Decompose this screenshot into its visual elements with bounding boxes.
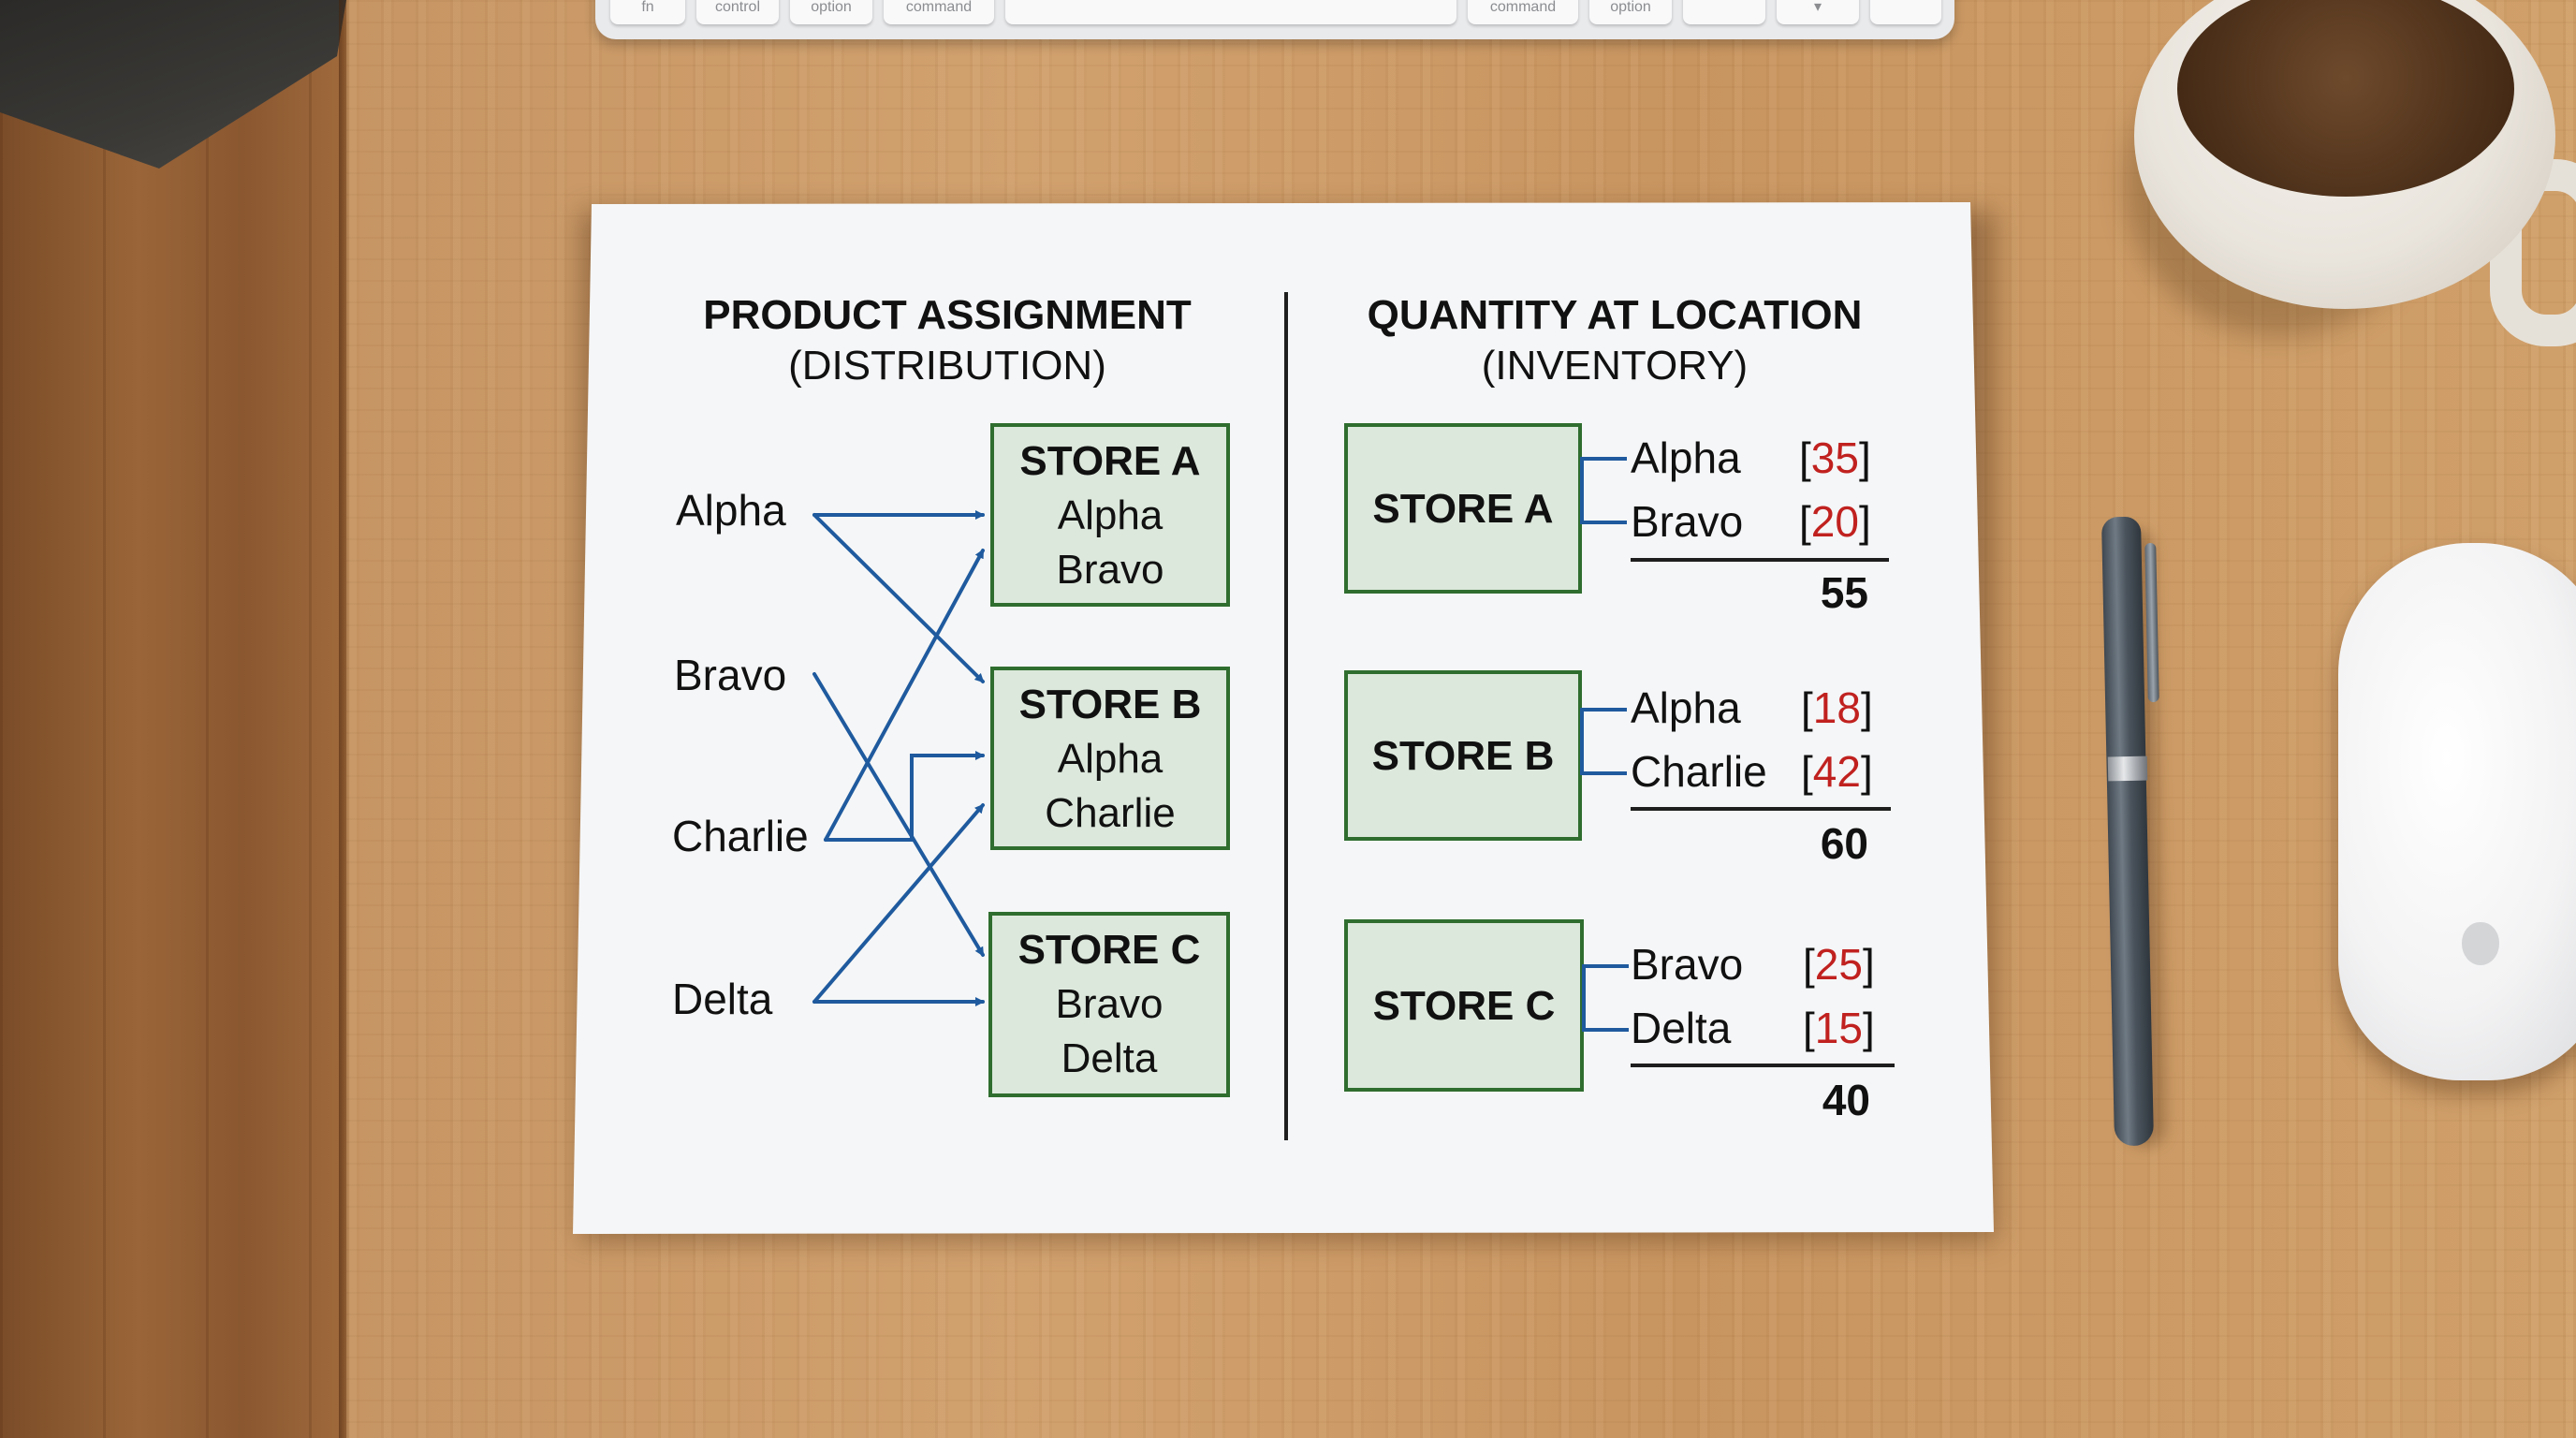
sum-rule	[1631, 558, 1889, 562]
left-title: PRODUCT ASSIGNMENT	[703, 292, 1192, 338]
inventory-item-name: Delta	[1631, 1004, 1732, 1052]
key-command: command	[884, 0, 994, 24]
inventory-total: 40	[1822, 1076, 1870, 1124]
inventory-store-c: STORE C	[1344, 919, 1584, 1092]
apple-logo-icon	[2462, 922, 2499, 965]
inventory-store-b: STORE B	[1344, 670, 1582, 841]
connector	[1582, 521, 1627, 524]
store-title: STORE B	[1018, 682, 1202, 727]
inventory-item-qty: [18]	[1801, 683, 1873, 732]
store-item: Alpha	[1057, 736, 1164, 782]
store-title: STORE A	[1019, 438, 1201, 484]
store-title: STORE C	[1372, 983, 1556, 1029]
key-command-right: command	[1468, 0, 1578, 24]
connector	[1580, 457, 1584, 524]
store-item: Alpha	[1057, 492, 1164, 538]
store-item: Delta	[1061, 1035, 1158, 1081]
coffee	[2177, 0, 2514, 197]
arrow-alpha-to-store-b	[812, 513, 985, 683]
key-option: option	[790, 0, 872, 24]
key-fn: fn	[610, 0, 685, 24]
inventory-store-a: STORE A	[1344, 423, 1582, 594]
store-item: Bravo	[1055, 981, 1164, 1027]
product-delta: Delta	[672, 975, 773, 1023]
inventory-item-qty: [20]	[1799, 497, 1871, 546]
connector	[1582, 964, 1586, 1032]
arrow-charlie-to-store-a	[824, 549, 985, 842]
product-charlie: Charlie	[672, 812, 809, 860]
connector	[1584, 1028, 1629, 1032]
desk-edge	[339, 0, 350, 1438]
right-subtitle: (INVENTORY)	[1481, 343, 1749, 389]
key-option-right: option	[1589, 0, 1672, 24]
arrow-bravo-to-store-c	[812, 672, 985, 957]
inventory-total: 55	[1820, 568, 1868, 617]
mouse	[2338, 543, 2576, 1080]
inventory-total: 60	[1820, 819, 1868, 868]
product-bravo: Bravo	[674, 651, 787, 699]
connector	[1584, 964, 1629, 968]
store-title: STORE B	[1371, 733, 1555, 779]
connector	[1582, 457, 1627, 461]
assignment-store-b: STORE B Alpha Charlie	[990, 667, 1230, 850]
key-arrow-right	[1870, 0, 1941, 24]
inventory-item-name: Alpha	[1631, 433, 1741, 482]
key-space	[1005, 0, 1456, 24]
inventory-item-qty: [25]	[1803, 940, 1875, 989]
left-subtitle: (DISTRIBUTION)	[788, 343, 1106, 389]
keyboard: fn control option command command option…	[595, 0, 1954, 39]
connector	[1582, 771, 1627, 775]
inventory-item-name: Charlie	[1631, 747, 1767, 796]
assignment-store-c: STORE C Bravo Delta	[988, 912, 1230, 1097]
panel-divider	[1284, 292, 1288, 1140]
arrow-delta-to-store-b	[812, 803, 985, 1004]
store-item: Bravo	[1056, 547, 1164, 593]
store-title: STORE C	[1017, 927, 1201, 973]
arrow-charlie-to-store-b	[824, 751, 985, 842]
sum-rule	[1631, 1064, 1895, 1067]
key-control: control	[696, 0, 779, 24]
inventory-item-name: Bravo	[1631, 940, 1744, 989]
inventory-item-qty: [15]	[1803, 1004, 1875, 1052]
store-title: STORE A	[1372, 486, 1554, 532]
connector	[1580, 708, 1584, 775]
inventory-item-name: Alpha	[1631, 683, 1741, 732]
paper-sheet	[573, 202, 1994, 1234]
inventory-item-qty: [35]	[1799, 433, 1871, 482]
right-title: QUANTITY AT LOCATION	[1367, 292, 1863, 338]
floor	[0, 0, 346, 1438]
inventory-item-qty: [42]	[1801, 747, 1873, 796]
product-alpha: Alpha	[676, 486, 786, 535]
key-arrow-down: ▾	[1777, 0, 1859, 24]
sum-rule	[1631, 807, 1891, 811]
connector	[1582, 708, 1627, 712]
inventory-item-name: Bravo	[1631, 497, 1744, 546]
store-item: Charlie	[1045, 790, 1176, 836]
assignment-store-a: STORE A Alpha Bravo	[990, 423, 1230, 607]
key-arrow-left	[1683, 0, 1765, 24]
